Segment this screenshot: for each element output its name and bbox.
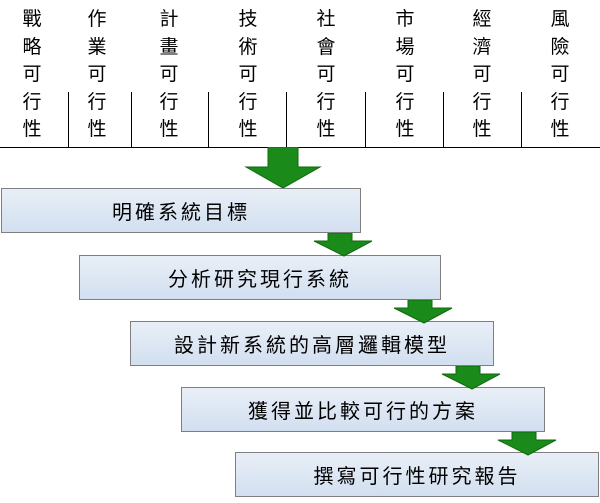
column-label-market: 市場可行性 xyxy=(395,8,415,140)
column-label-social: 社會可行性 xyxy=(316,8,336,140)
step-compare-solutions: 獲得並比較可行的方案 xyxy=(181,387,545,432)
feasibility-columns: 戰略可行性 作業可行性 計畫可行性 技術可行性 社會可行性 市場可行性 經濟可行… xyxy=(0,0,600,148)
down-arrow-icon xyxy=(392,300,454,324)
column-label-schedule: 計畫可行性 xyxy=(159,8,179,140)
down-arrow-icon xyxy=(243,147,323,189)
column-label-strategic: 戰略可行性 xyxy=(22,8,42,140)
step-design-logical-model: 設計新系統的高層邏輯模型 xyxy=(130,321,494,366)
columns-baseline xyxy=(0,147,600,148)
step-analyze-current-system: 分析研究現行系統 xyxy=(79,255,441,300)
down-arrow-icon xyxy=(440,366,502,390)
column-label-technical: 技術可行性 xyxy=(238,8,258,140)
column-divider xyxy=(443,92,444,147)
down-arrow-icon xyxy=(312,233,374,257)
column-divider xyxy=(208,92,209,147)
column-label-risk: 風險可行性 xyxy=(550,8,570,140)
column-divider xyxy=(68,92,69,147)
column-divider xyxy=(365,92,366,147)
column-divider xyxy=(131,92,132,147)
column-label-economic: 經濟可行性 xyxy=(472,8,492,140)
step-write-report: 撰寫可行性研究報告 xyxy=(235,452,599,497)
column-divider xyxy=(286,92,287,147)
column-label-operational: 作業可行性 xyxy=(87,8,107,140)
step-define-objectives: 明確系統目標 xyxy=(1,188,361,233)
column-divider xyxy=(521,92,522,147)
down-arrow-icon xyxy=(496,432,558,456)
